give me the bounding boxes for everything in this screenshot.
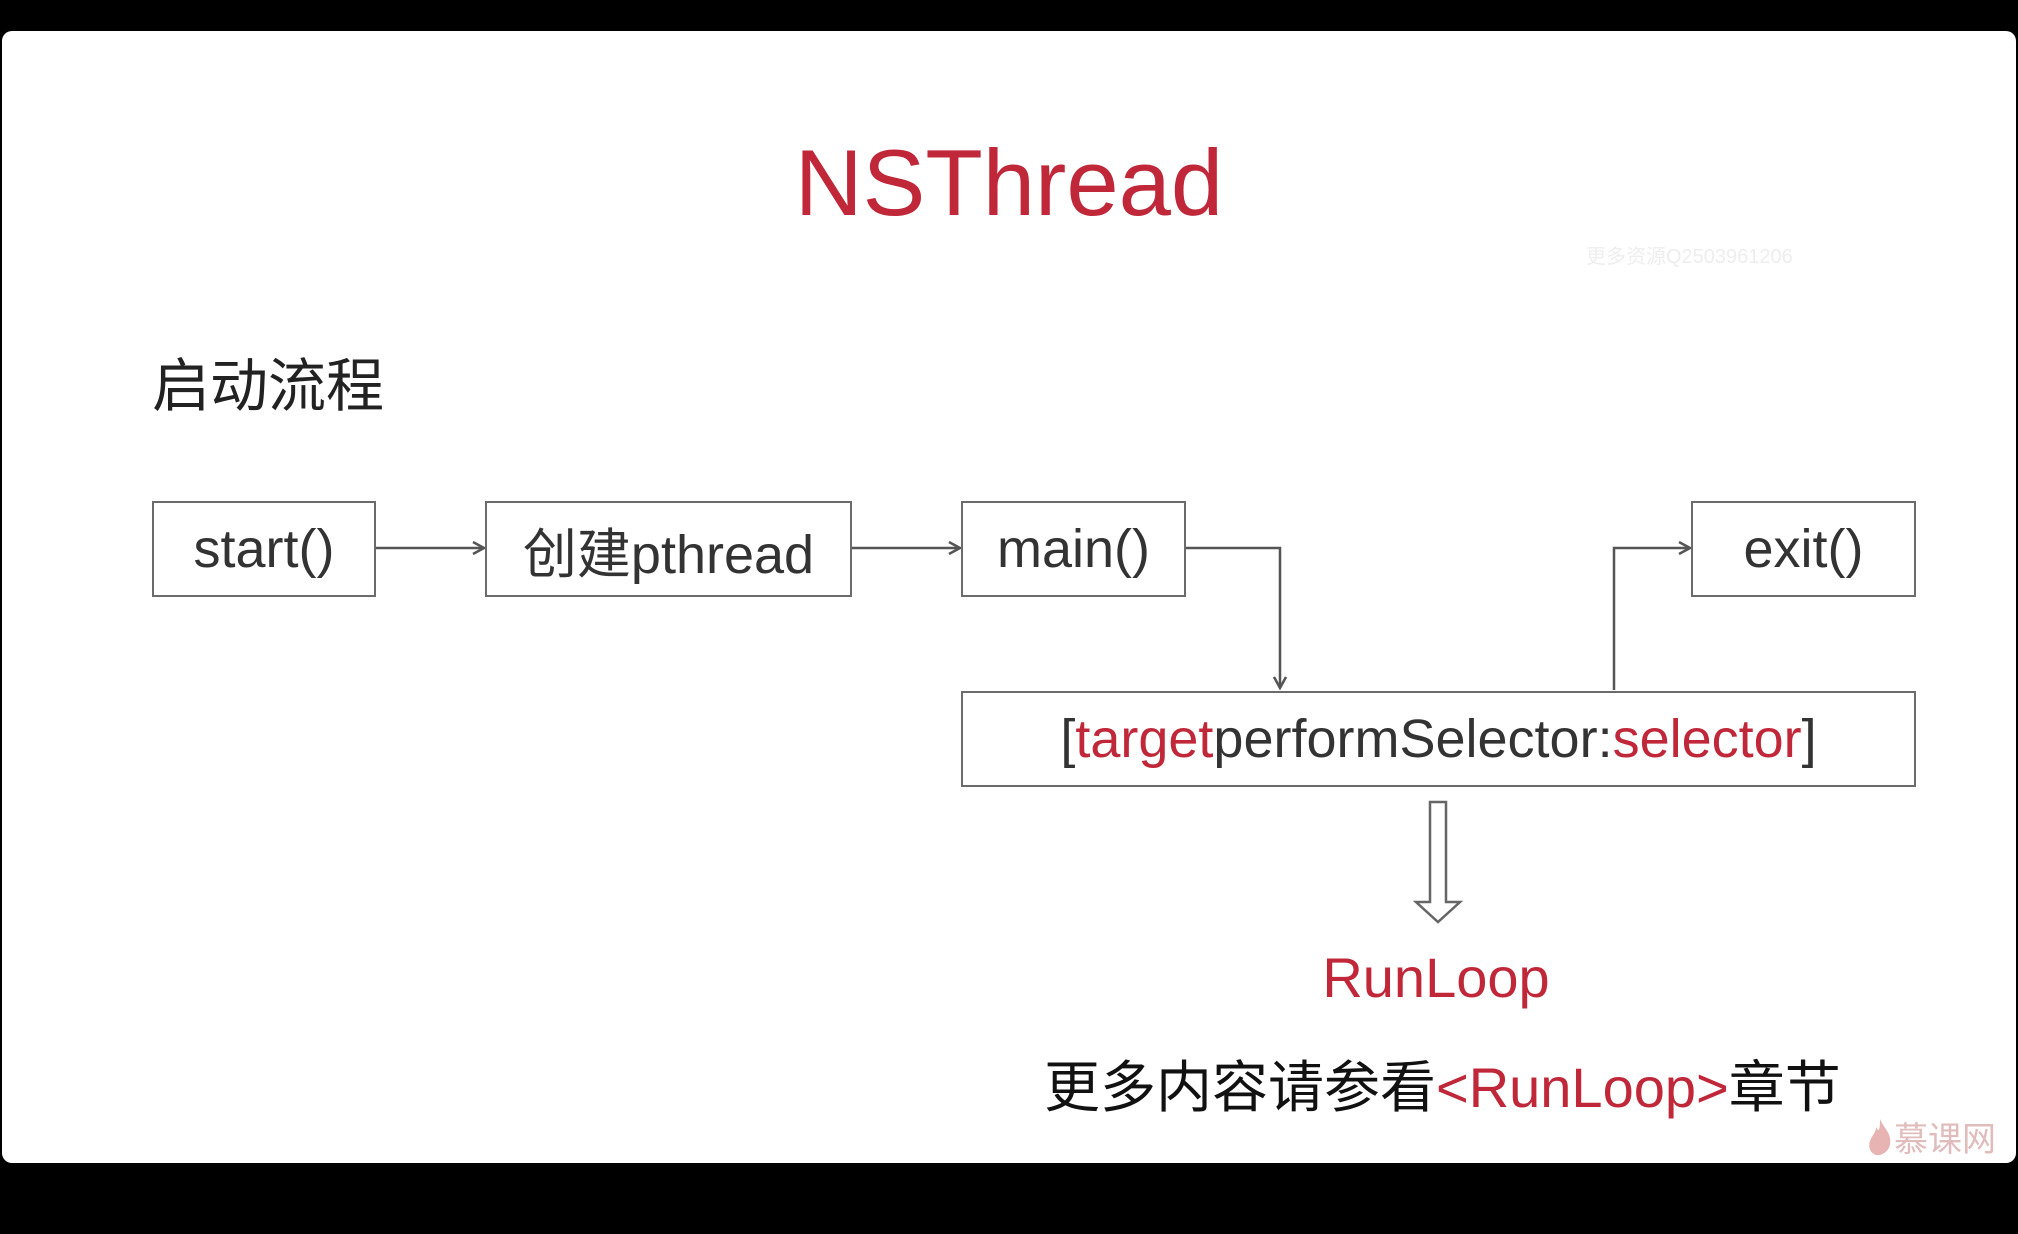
- start-label: start(): [193, 519, 335, 579]
- imooc-logo: 慕课网: [1866, 1112, 1996, 1161]
- main-label: main(): [996, 519, 1150, 579]
- create-pthread-label: 创建pthread: [522, 524, 815, 585]
- exit-label: exit(): [1743, 519, 1864, 579]
- hollow-arrow-down: [1412, 800, 1464, 924]
- perform-selector: selector: [1612, 709, 1802, 769]
- exit-box: exit(): [1691, 501, 1916, 597]
- bottom-bar: [0, 1163, 2018, 1234]
- slide: [2, 31, 2016, 1163]
- watermark-text: 更多资源Q2503961206: [1586, 246, 1793, 268]
- perform-selector-box: [target performSelector:selector]: [961, 691, 1916, 787]
- runloop-label: RunLoop: [1322, 946, 1550, 1009]
- start-box: start(): [152, 501, 376, 597]
- arrow-perform-to-exit: [1612, 548, 1690, 690]
- flame-icon: [1869, 1118, 1891, 1155]
- perform-target: target: [1075, 709, 1214, 769]
- logo-text: 慕课网: [1894, 1121, 1996, 1159]
- create-pthread-box: 创建pthread: [485, 501, 852, 597]
- slide-title: NSThread: [794, 130, 1224, 235]
- footnote-link: <RunLoop>: [1436, 1056, 1729, 1119]
- main-box: main(): [961, 501, 1186, 597]
- footnote-suffix: 章节: [1728, 1056, 1841, 1119]
- perform-open-bracket: [: [1060, 709, 1076, 769]
- perform-method: performSelector:: [1213, 709, 1613, 769]
- footnote: 更多内容请参看<RunLoop>章节: [1044, 1054, 1841, 1122]
- perform-close-bracket: ]: [1801, 709, 1817, 769]
- arrow-main-to-perform: [1186, 546, 1280, 688]
- footnote-prefix: 更多内容请参看: [1044, 1056, 1436, 1119]
- section-heading: 启动流程: [152, 354, 385, 419]
